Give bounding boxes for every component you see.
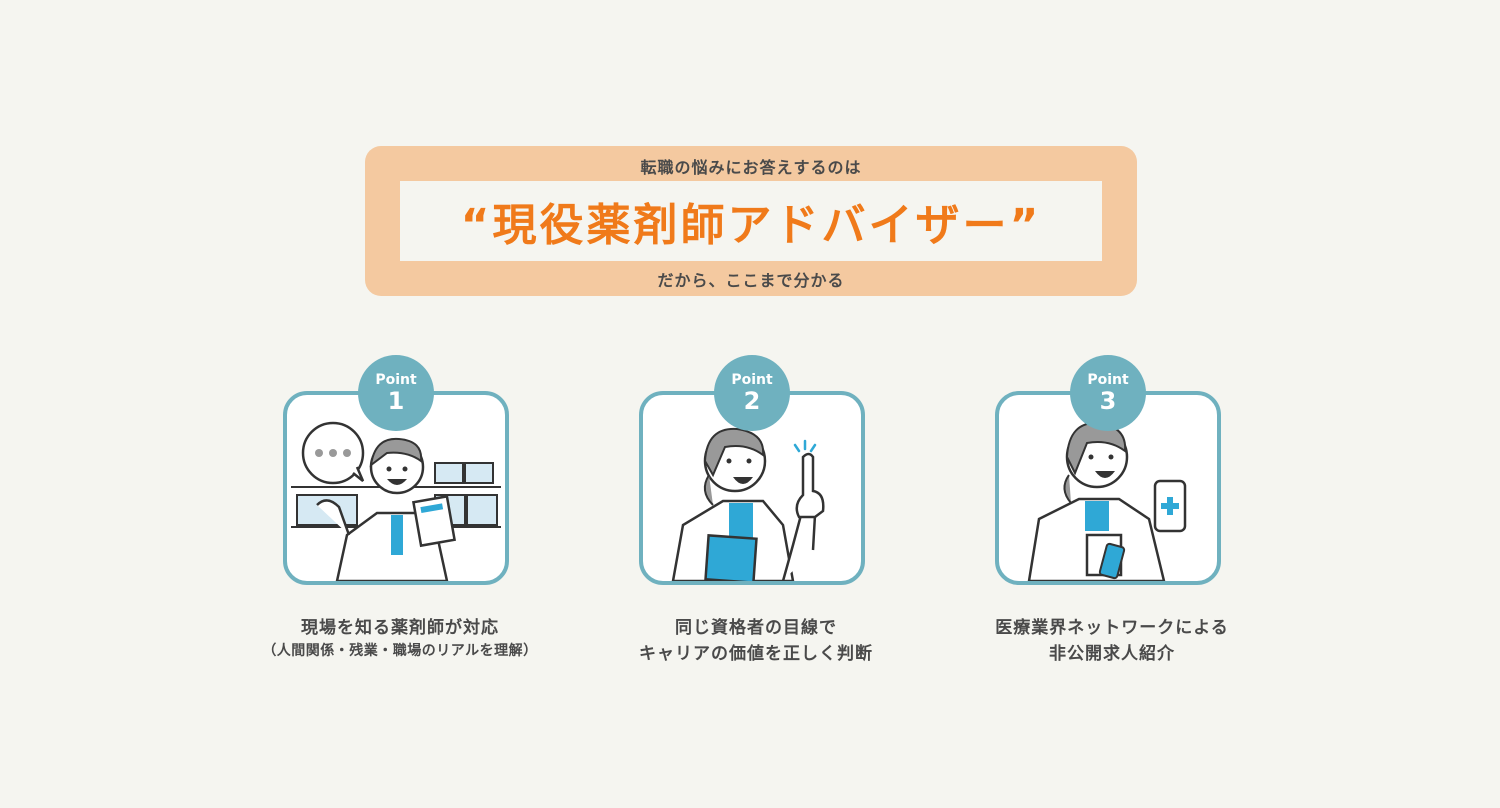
banner-intro-text: 転職の悩みにお答えするのは	[640, 158, 862, 177]
point-caption-line1: 同じ資格者の目線で	[675, 618, 837, 638]
point-caption: 現場を知る薬剤師が対応 （人間関係・残業・職場のリアルを理解）	[220, 615, 580, 661]
point-badge-number: 1	[387, 387, 405, 415]
banner-headline: “現役薬剤師アドバイザー”	[460, 200, 1042, 251]
point-caption-line1: 医療業界ネットワークによる	[995, 618, 1229, 638]
point-2: Point 2 同じ資格者の目線で	[636, 355, 876, 675]
point-caption-line2: 非公開求人紹介	[1049, 644, 1175, 664]
pharmacist-smartphone-illustration	[1027, 421, 1187, 581]
point-badge-label: Point	[1087, 372, 1129, 388]
point-badge-number: 2	[743, 387, 761, 415]
banner-outro-text: だから、ここまで分かる	[657, 271, 845, 290]
point-badge-label: Point	[731, 372, 773, 388]
banner-headline-box: “現役薬剤師アドバイザー”	[400, 181, 1102, 261]
point-caption: 医療業界ネットワークによる 非公開求人紹介	[932, 615, 1292, 667]
point-3: Point 3 医療業界ネットワークによる 非公開求人紹介	[992, 355, 1232, 675]
point-caption-line2: キャリアの価値を正しく判断	[639, 644, 873, 664]
headline-banner: 転職の悩みにお答えするのは “現役薬剤師アドバイザー” だから、ここまで分かる	[365, 146, 1137, 296]
point-caption-sub: （人間関係・残業・職場のリアルを理解）	[262, 643, 538, 659]
point-caption: 同じ資格者の目線で キャリアの価値を正しく判断	[576, 615, 936, 667]
pharmacist-pointing-illustration	[671, 427, 825, 581]
point-badge-label: Point	[375, 372, 417, 388]
point-1: Point 1	[262, 355, 537, 675]
pharmacist-speech-bubble-illustration	[291, 421, 501, 581]
point-caption-main: 現場を知る薬剤師が対応	[301, 618, 499, 638]
point-badge: Point 3	[1070, 355, 1146, 431]
point-badge: Point 1	[358, 355, 434, 431]
point-badge-number: 3	[1099, 387, 1117, 415]
point-badge: Point 2	[714, 355, 790, 431]
